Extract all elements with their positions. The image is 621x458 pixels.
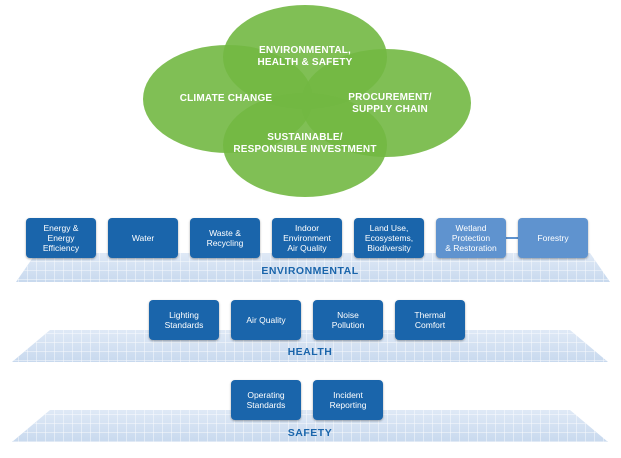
item-forestry: Forestry (518, 218, 588, 258)
venn-label-left: CLIMATE CHANGE (179, 93, 273, 104)
item-water: Water (108, 218, 178, 258)
item-air-quality: Air Quality (231, 300, 301, 340)
venn-ellipse-top (223, 5, 387, 109)
item-land-use: Land Use,Ecosystems,Biodiversity (354, 218, 424, 258)
connector (500, 237, 522, 239)
venn-ellipse-bottom (223, 93, 387, 197)
tier-label-safety: SAFETY (287, 427, 333, 439)
safety-plane (12, 410, 608, 442)
tier-label-health: HEALTH (287, 346, 333, 358)
venn-label-right: PROCUREMENT/ SUPPLY CHAIN (348, 92, 432, 115)
venn-diagram (143, 5, 471, 197)
item-waste-recycling: Waste &Recycling (190, 218, 260, 258)
venn-label-bottom: SUSTAINABLE/ RESPONSIBLE INVESTMENT (233, 132, 377, 155)
venn-label-top: ENVIRONMENTAL, HEALTH & SAFETY (257, 45, 353, 68)
environmental-plane (16, 253, 610, 282)
tier-label-environmental: ENVIRONMENTAL (261, 265, 359, 277)
